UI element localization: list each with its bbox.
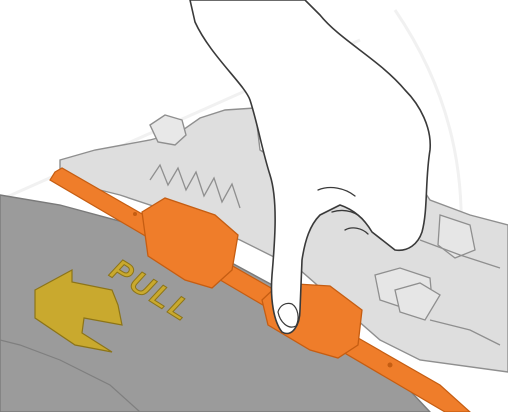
bar-rivet [388,363,393,368]
bar-rivet [133,212,137,216]
